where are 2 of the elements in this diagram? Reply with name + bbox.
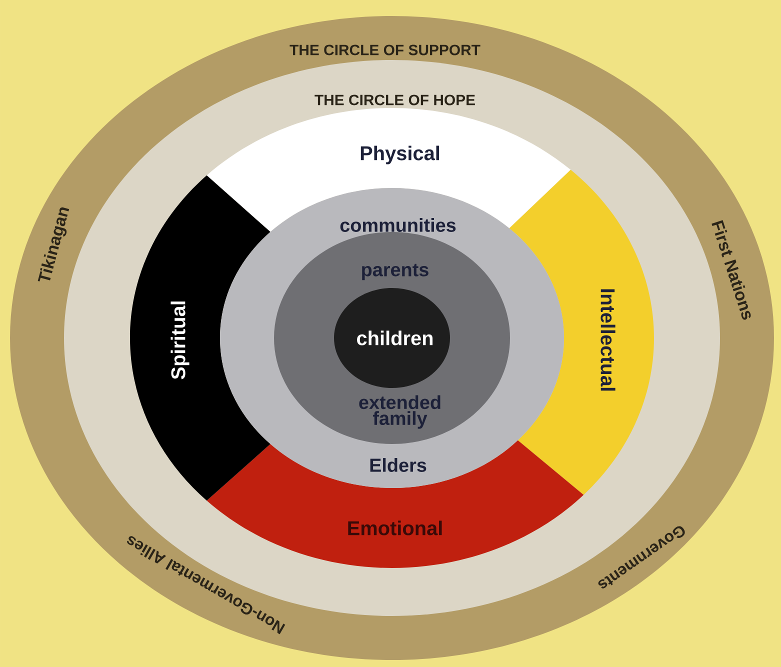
ring-segment: Intellectual: [509, 170, 654, 495]
ring-segment: Spiritual: [130, 175, 270, 501]
